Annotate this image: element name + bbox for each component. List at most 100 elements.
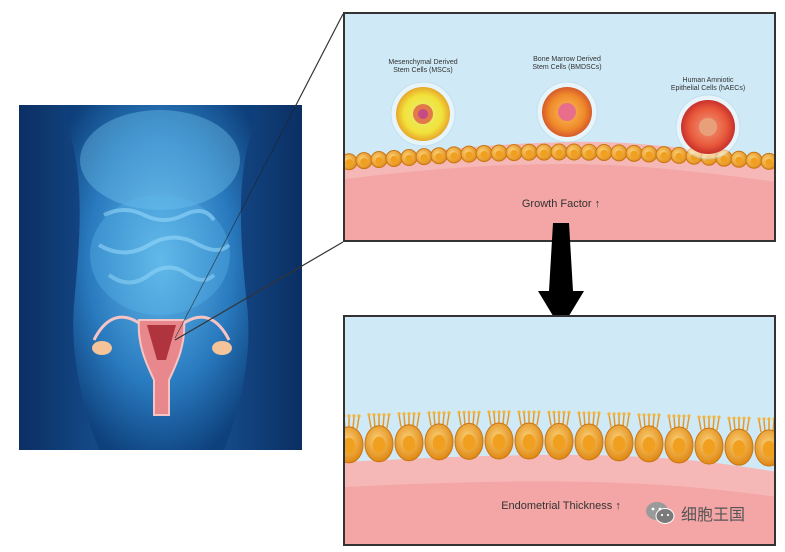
cilia (703, 418, 706, 431)
cilia (433, 413, 436, 426)
cell-nucleus (540, 149, 548, 157)
cilia (356, 416, 360, 429)
cilia-tip (682, 414, 686, 418)
cilia (386, 415, 390, 428)
cilia (686, 416, 690, 430)
cell-nucleus (510, 149, 518, 158)
down-arrow-icon (538, 223, 584, 329)
cell-nucleus (345, 437, 356, 454)
cell-nucleus (495, 150, 503, 158)
cilia-tip (712, 415, 716, 419)
cilia (592, 413, 595, 427)
cilia-tip (742, 416, 746, 420)
wechat-icon (646, 502, 675, 524)
cilia (578, 413, 582, 427)
cell-nucleus (345, 159, 353, 167)
cilia-tip (647, 413, 651, 417)
cilia-tip (382, 413, 386, 417)
cilia-tip (737, 416, 741, 420)
cilia-tip (727, 416, 731, 420)
cilia-tip (427, 411, 431, 415)
cilia-tip (717, 415, 721, 419)
cilia (733, 419, 736, 432)
cilia (712, 418, 715, 431)
cilia (403, 414, 406, 427)
cilia-tip (772, 417, 774, 421)
cell-nucleus (360, 158, 368, 166)
cilia-tip (622, 412, 626, 416)
cilia (398, 414, 402, 427)
cell-nucleus (420, 153, 428, 162)
cilia (746, 419, 750, 432)
cell-nucleus (480, 150, 488, 159)
cell-nucleus (642, 436, 656, 454)
cilia-tip (592, 411, 596, 415)
cilia-tip (657, 413, 661, 417)
cilia-tip (532, 410, 536, 414)
cilia (463, 413, 466, 426)
cilia-tip (412, 412, 416, 416)
cilia (502, 412, 505, 426)
cilia (716, 418, 720, 431)
cilia (566, 413, 570, 426)
cilia-tip (567, 410, 571, 414)
cilia (472, 413, 475, 426)
cilia (742, 419, 745, 432)
cilia (553, 413, 556, 426)
cilia-tip (522, 410, 526, 414)
cilia-tip (442, 411, 446, 415)
cilia (668, 416, 672, 430)
cilia-tip (577, 411, 581, 415)
cilia-tip (377, 413, 381, 417)
cilia (382, 415, 385, 428)
cilia-tip (432, 411, 436, 415)
cilia (518, 412, 522, 426)
cell-nucleus (732, 440, 746, 457)
cell-nucleus (630, 150, 638, 158)
cell-nucleus (555, 149, 563, 157)
cilia-tip (347, 414, 351, 418)
cell-nucleus (702, 439, 716, 456)
cilia (536, 412, 540, 426)
cell-nucleus (675, 152, 683, 161)
cilia (476, 413, 480, 426)
cilia (488, 412, 492, 426)
msc-stem-cell (390, 81, 456, 147)
cilia-tip (767, 417, 771, 421)
cilia-tip (762, 417, 766, 421)
stem-cell-scene (345, 14, 774, 240)
cilia-tip (547, 410, 551, 414)
cilia-tip (397, 412, 401, 416)
cilia-tip (597, 411, 601, 415)
cilia-tip (417, 412, 421, 416)
cilia-tip (357, 414, 361, 418)
cilia (638, 415, 642, 429)
cilia-tip (387, 413, 391, 417)
cilia-tip (472, 410, 476, 414)
cell-nucleus (390, 155, 398, 164)
cilia (763, 419, 766, 433)
cilia-tip (637, 413, 641, 417)
cell-nucleus (552, 434, 566, 451)
cell-nucleus (645, 151, 653, 159)
cell-nucleus (372, 436, 386, 453)
cilia-tip (345, 414, 346, 418)
cilia (656, 415, 660, 429)
cilia-tip (502, 410, 506, 414)
cell-nucleus (462, 434, 476, 451)
cilia (352, 416, 355, 429)
cilia-tip (407, 412, 411, 416)
cilia-tip (352, 414, 356, 418)
cilia (596, 413, 600, 427)
cilia (412, 414, 415, 427)
cilia-tip (462, 410, 466, 414)
cell-nucleus (762, 440, 774, 458)
bmdsc-label: Bone Marrow Derived Stem Cells (BMDSCs) (532, 56, 602, 71)
cell-nucleus (570, 149, 578, 157)
cell-nucleus (405, 154, 413, 163)
cilia-tip (667, 414, 671, 418)
cell-nucleus (612, 435, 626, 452)
cilia-tip (582, 411, 586, 415)
cell-nucleus (720, 155, 728, 163)
cilia (698, 418, 702, 431)
